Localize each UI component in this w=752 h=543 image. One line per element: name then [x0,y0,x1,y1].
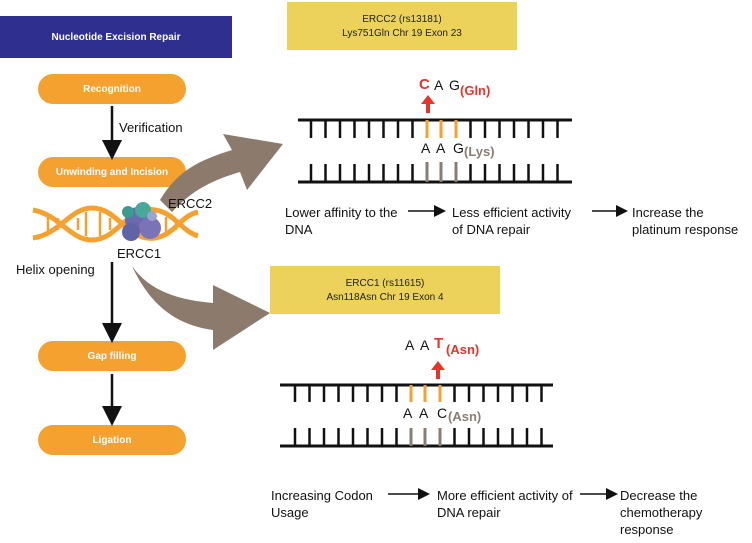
ercc2-bottom-aa: (Lys) [464,144,495,159]
step-ligation: Ligation [38,425,186,455]
ercc1-flow-step-3: Decrease the chemotherapy response [620,488,703,537]
ercc1-bottom-base-1: A [403,405,413,421]
ercc2-protein-label: ERCC2 [168,196,213,211]
ercc1-dna-diagram [280,361,553,448]
ercc2-top-base-3: G [449,77,460,93]
ercc2-top-base-2: A [434,77,444,93]
step-recognition: Recognition [38,74,186,104]
ercc2-top-aa: (Gln) [460,83,491,98]
ercc1-protein-label: ERCC1 [117,246,162,261]
ercc2-top-base-1: C [419,76,430,93]
step-gap-filling: Gap filling [38,341,186,371]
ercc2-dna-diagram [298,95,572,184]
ercc1-top-base-3: T [434,335,444,352]
ercc1-snp-subtitle: Asn118Asn Chr 19 Exon 4 [326,292,444,303]
curved-arrow-to-ercc2 [160,134,283,212]
ercc1-top-aa: (Asn) [446,342,480,357]
ercc-protein-complex-icon [122,202,161,241]
helix-opening-label: Helix opening [16,262,95,277]
ercc1-bottom-base-3: C [437,405,448,421]
curved-arrow-to-ercc1 [132,266,270,350]
ercc1-top-base-1: A [405,337,415,353]
ercc1-snp-title: ERCC1 (rs11615) [345,278,425,289]
ercc2-flow-step-3: Increase the platinum response [632,205,739,237]
ercc2-snp-title: ERCC2 (rs13181) [362,14,442,25]
ercc2-bottom-base-1: A [421,140,431,156]
ercc1-top-base-2: A [420,337,430,353]
ercc2-bottom-base-3: G [453,140,464,156]
ercc2-snp-subtitle: Lys751Gln Chr 19 Exon 23 [342,28,462,39]
dna-helix-icon [32,205,199,243]
ercc2-flow-step-2: Less efficient activity of DNA repair [452,205,571,237]
ercc2-flow-step-1: Lower affinity to the DNA [285,205,398,237]
ercc2-snp-box: ERCC2 (rs13181) Lys751Gln Chr 19 Exon 23 [287,2,517,50]
ercc1-flow-step-2: More efficient activity of DNA repair [437,488,573,520]
ercc1-bottom-aa: (Asn) [448,409,482,424]
ercc2-bottom-base-2: A [436,140,446,156]
pathway-title: Nucleotide Excision Repair [0,16,232,58]
step-unwinding-incision: Unwinding and Incision [38,157,186,187]
ercc1-snp-box: ERCC1 (rs11615) Asn118Asn Chr 19 Exon 4 [270,266,500,314]
verification-label: Verification [119,120,183,135]
ercc1-flow-step-1: Increasing Codon Usage [271,488,373,520]
ercc1-bottom-base-2: A [419,405,429,421]
